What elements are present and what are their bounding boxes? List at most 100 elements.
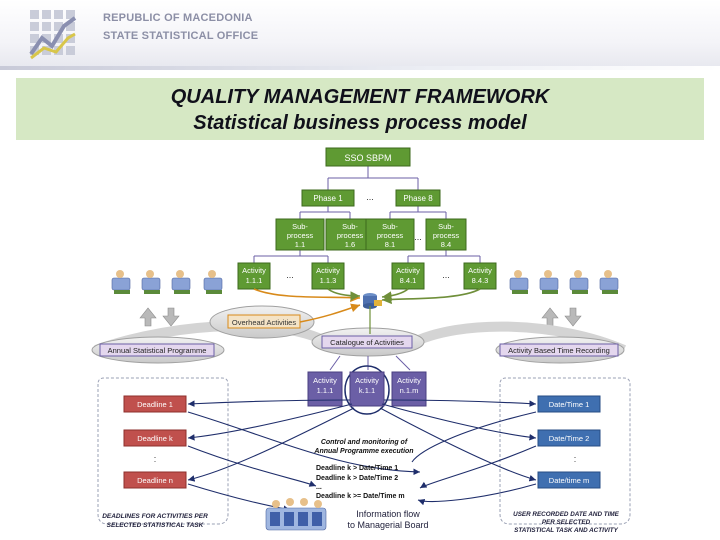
- subprocess-number: 1.6: [345, 240, 355, 249]
- control-condition-1: Deadline k > Date/Time 1: [316, 465, 398, 472]
- phase-1-label: Phase 1: [313, 194, 343, 203]
- mid-activity-k-1-1: Activity k.1.1: [349, 371, 385, 407]
- subprocess-word2: process: [337, 231, 364, 240]
- activity-word: Activity: [242, 266, 266, 275]
- org-name-line1: REPUBLIC OF MACEDONIA: [103, 12, 253, 24]
- activity-number: 1.1.3: [320, 276, 337, 285]
- control-title-2: Annual Programme execution: [313, 448, 413, 455]
- header-divider: [0, 66, 720, 70]
- annual-label: Annual Statistical Programme: [108, 346, 207, 355]
- activity-ellipsis-left: ...: [286, 270, 294, 280]
- activity-number: 1.1.1: [317, 386, 334, 395]
- subprocess-1-1: Sub- process 1.1: [275, 218, 325, 251]
- mid-activity-1-1-1: Activity 1.1.1: [307, 371, 343, 407]
- arrow-up-icon: [139, 307, 157, 327]
- catalogue-pill: Catalogue of Activities: [311, 327, 425, 357]
- subprocess-number: 1.1: [295, 240, 305, 249]
- org-logo-icon: [29, 10, 77, 60]
- datetime-m-label: Date/time m: [549, 476, 589, 485]
- activity-number: k.1.1: [359, 386, 375, 395]
- datetime-m-box: Date/time m: [537, 471, 601, 489]
- datetime-caption-1: USER RECORDED DATE AND TIME: [513, 511, 619, 518]
- activity-ellipsis-right: ...: [442, 270, 450, 280]
- datetime-caption-2: PER SELECTED: [542, 519, 591, 526]
- deadline-1-label: Deadline 1: [137, 400, 173, 409]
- activity-8-4-1: Activity 8.4.1: [391, 262, 425, 290]
- deadline-n-label: Deadline n: [137, 476, 173, 485]
- subprocess-word2: process: [377, 231, 404, 240]
- abtr-pill: Activity Based Time Recording: [495, 336, 625, 364]
- datetime-dots: :: [574, 454, 577, 464]
- catalogue-label: Catalogue of Activities: [330, 338, 404, 347]
- root-node: SSO SBPM: [325, 147, 411, 167]
- page-title: QUALITY MANAGEMENT FRAMEWORK: [170, 86, 550, 108]
- info-flow-line-2: to Managerial Board: [347, 520, 428, 530]
- activity-1-1-3: Activity 1.1.3: [311, 262, 345, 290]
- activity-word: Activity: [313, 376, 337, 385]
- catalogue-connectors: [329, 355, 411, 371]
- annual-programme-pill: Annual Statistical Programme: [91, 336, 225, 364]
- phase-8-label: Phase 8: [403, 194, 433, 203]
- subprocess-number: 8.1: [385, 240, 395, 249]
- deadline-dots: :: [154, 454, 157, 464]
- info-flow-line-1: Information flow: [356, 509, 420, 519]
- subprocess-word: Sub-: [292, 222, 308, 231]
- header-bar: [0, 0, 720, 70]
- control-condition-2: Deadline k > Date/Time 2: [316, 475, 398, 482]
- activity-flow-arrows: [253, 288, 481, 305]
- activity-word: Activity: [355, 376, 379, 385]
- datetime-1-box: Date/Time 1: [537, 395, 601, 413]
- overhead-arrow: [299, 303, 361, 323]
- subprocess-word2: process: [433, 231, 460, 240]
- overhead-activities-pill: Overhead Activities: [209, 305, 315, 339]
- subprocess-8-1: Sub- process 8.1: [365, 218, 415, 251]
- title-band: QUALITY MANAGEMENT FRAMEWORK Statistical…: [16, 78, 704, 140]
- subprocess-word2: process: [287, 231, 314, 240]
- meeting-board-icon: [265, 498, 327, 531]
- activity-8-4-3: Activity 8.4.3: [463, 262, 497, 290]
- activity-number: 1.1.1: [246, 276, 263, 285]
- phase-ellipsis: ...: [366, 192, 374, 202]
- phase-1-node: Phase 1: [301, 189, 355, 207]
- datetime-caption-3: STATISTICAL TASK AND ACTIVITY: [514, 527, 618, 534]
- datetime-2-label: Date/Time 2: [549, 434, 590, 443]
- datetime-1-label: Date/Time 1: [549, 400, 590, 409]
- subprocess-word: Sub-: [382, 222, 398, 231]
- arrow-down-icon: [564, 307, 582, 327]
- highlight-ring: [344, 365, 390, 415]
- activity-word: Activity: [316, 266, 340, 275]
- activity-word: Activity: [397, 376, 421, 385]
- control-condition-dots: ...: [316, 484, 322, 491]
- activity-1-1-1: Activity 1.1.1: [237, 262, 271, 290]
- subprocess-word: Sub-: [342, 222, 358, 231]
- page-subtitle: Statistical business process model: [193, 112, 527, 134]
- arrow-down-icon: [162, 307, 180, 327]
- mid-activity-n-1-m: Activity n.1.m: [391, 371, 427, 407]
- control-flow-arrows: [187, 399, 537, 512]
- org-name-line2: STATE STATISTICAL OFFICE: [103, 30, 259, 42]
- control-text-block: Control and monitoring of Annual Program…: [313, 439, 413, 500]
- hierarchy-connectors: [253, 166, 481, 263]
- root-label: SSO SBPM: [344, 153, 391, 163]
- deadlines-caption-2: SELECTED STATISTICAL TASK: [107, 522, 205, 529]
- activity-word: Activity: [396, 266, 420, 275]
- deadline-k-box: Deadline k: [123, 429, 187, 447]
- subprocess-ellipsis: ...: [414, 232, 422, 242]
- activity-number: 8.4.3: [472, 276, 489, 285]
- overhead-label: Overhead Activities: [232, 318, 296, 327]
- abtr-label: Activity Based Time Recording: [508, 346, 610, 355]
- phase-8-node: Phase 8: [395, 189, 441, 207]
- users-group-icon: [111, 270, 223, 294]
- deadline-n-box: Deadline n: [123, 471, 187, 489]
- activity-word: Activity: [468, 266, 492, 275]
- control-title-1: Control and monitoring of: [321, 439, 408, 446]
- deadline-1-box: Deadline 1: [123, 395, 187, 413]
- arrow-up-icon: [541, 307, 559, 327]
- datetime-2-box: Date/Time 2: [537, 429, 601, 447]
- subprocess-word: Sub-: [438, 222, 454, 231]
- deadlines-caption-1: DEADLINES FOR ACTIVITIES PER: [102, 513, 208, 520]
- deadline-k-label: Deadline k: [137, 434, 173, 443]
- subprocess-number: 8.4: [441, 240, 451, 249]
- activity-number: 8.4.1: [400, 276, 417, 285]
